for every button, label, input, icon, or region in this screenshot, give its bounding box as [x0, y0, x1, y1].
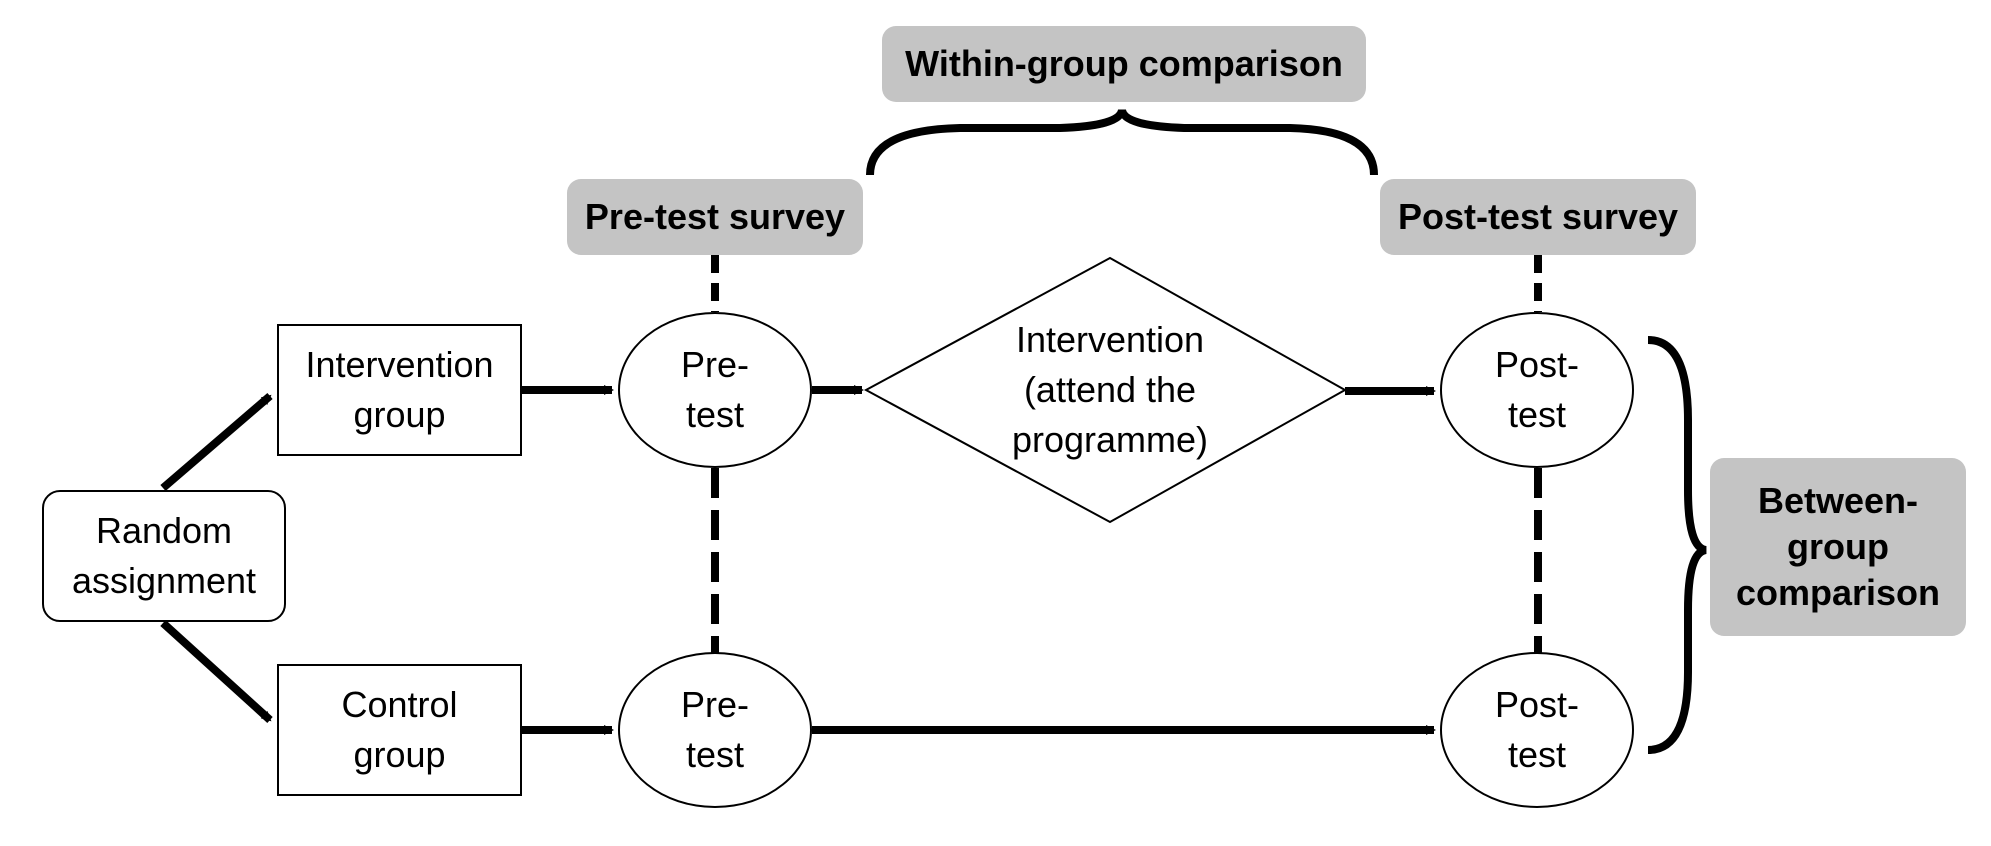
intervention-text: Intervention (attend the programme)	[1011, 319, 1209, 460]
random-assignment-text: Random assignment	[71, 510, 257, 601]
arrow-random-to-control	[160, 620, 273, 723]
posttest-top-text: Post- test	[1494, 344, 1580, 435]
within-group-text: Within-group comparison	[905, 43, 1343, 84]
post-survey-label: Post-test survey	[1380, 179, 1696, 255]
pretest-bottom-node: Pre- test	[618, 652, 812, 808]
pretest-top-node: Pre- test	[618, 312, 812, 468]
posttest-top-node: Post- test	[1440, 312, 1634, 468]
random-assignment-node: Random assignment	[42, 490, 286, 622]
intervention-group-text: Intervention group	[305, 344, 494, 435]
posttest-bottom-node: Post- test	[1440, 652, 1634, 808]
between-group-label: Between- group comparison	[1710, 458, 1966, 636]
intervention-node: Intervention (attend the programme)	[930, 312, 1290, 468]
post-survey-text: Post-test survey	[1397, 196, 1679, 237]
within-group-label: Within-group comparison	[882, 26, 1366, 102]
within-group-brace	[866, 108, 1378, 176]
pretest-bottom-text: Pre- test	[680, 684, 749, 775]
between-group-text: Between- group comparison	[1735, 480, 1941, 613]
posttest-bottom-text: Post- test	[1494, 684, 1580, 775]
between-group-brace	[1647, 336, 1708, 754]
intervention-diamond	[863, 256, 1348, 524]
arrow-random-to-intervention	[160, 392, 273, 492]
pre-survey-label: Pre-test survey	[567, 179, 863, 255]
control-group-text: Control group	[341, 684, 458, 775]
pretest-top-text: Pre- test	[680, 344, 749, 435]
pre-survey-text: Pre-test survey	[584, 196, 846, 237]
control-group-node: Control group	[277, 664, 522, 796]
intervention-group-node: Intervention group	[277, 324, 522, 456]
